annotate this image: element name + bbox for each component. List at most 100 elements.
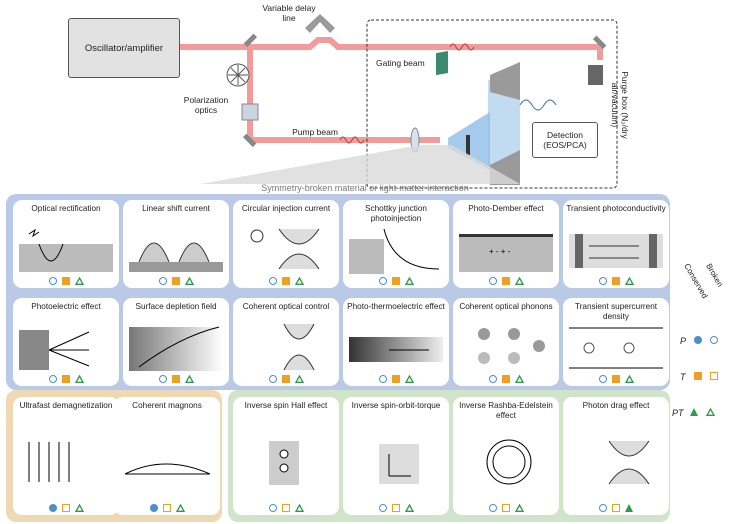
pt-broken-icon: [514, 375, 524, 383]
t-conserved-icon: [391, 277, 400, 285]
mechanism-illustration: [283, 323, 315, 371]
oscillator-box: Oscillator/amplifier: [68, 18, 180, 78]
pt-broken-icon: [705, 408, 715, 416]
symmetry-markers: [13, 504, 119, 512]
p-conserved-icon: [694, 336, 702, 344]
legend-row-p: P: [680, 336, 718, 346]
pt-broken-icon: [624, 277, 634, 285]
purge-box-outline: [366, 19, 618, 189]
mechanism-card: Inverse spin Hall effect: [233, 397, 339, 515]
t-conserved-icon: [61, 277, 70, 285]
symmetry-markers: [233, 277, 339, 285]
mechanism-illustration: [349, 337, 443, 362]
setup-diagram: [180, 14, 618, 189]
legend-p-label: P: [680, 336, 687, 346]
mirror: [592, 35, 607, 50]
mechanism-illustration: [19, 330, 90, 370]
mechanism-title: Circular injection current: [241, 204, 331, 213]
pt-broken-icon: [404, 375, 414, 383]
mechanism-title: Photoelectric effect: [31, 302, 101, 311]
p-broken-icon: [268, 277, 277, 285]
t-conserved-icon: [611, 375, 620, 383]
mechanism-card: Ultrafast demagnetization: [13, 397, 119, 515]
mirror: [242, 133, 257, 148]
pt-broken-icon: [74, 504, 84, 512]
p-broken-icon: [378, 277, 387, 285]
pt-conserved-icon: [625, 504, 633, 512]
mechanism-card: Coherent magnons: [114, 397, 220, 515]
t-conserved-icon: [391, 375, 400, 383]
t-broken-icon: [612, 504, 620, 512]
p-broken-icon: [378, 375, 387, 383]
mechanism-card: Coherent optical phonons: [453, 298, 559, 386]
legend-row-t: T: [680, 372, 718, 382]
mirror: [243, 33, 258, 48]
pt-conserved-icon: [690, 408, 698, 416]
p-broken-icon: [488, 504, 497, 512]
mechanism-card: Transient supercurrent density: [563, 298, 669, 386]
section-caption: Symmetry-broken material or light-matter…: [261, 183, 469, 193]
symmetry-markers: [233, 504, 339, 512]
mechanism-title: Coherent optical control: [242, 302, 330, 311]
mechanism-illustration: [379, 444, 419, 484]
mechanism-illustration: [486, 439, 532, 485]
t-conserved-icon: [61, 375, 70, 383]
laser-beam-paths: [180, 37, 603, 143]
p-conserved-icon: [149, 504, 158, 512]
gating-beam-label: Gating beam: [376, 58, 425, 68]
pump-beam-label: Pump beam: [292, 127, 338, 137]
detection-box: Detection (EOS/PCA): [532, 122, 598, 158]
pulse-squiggle: [339, 136, 365, 144]
mechanism-title: Transient supercurrent density: [574, 302, 658, 321]
mechanism-card: Photo-thermoelectric effect: [343, 298, 449, 386]
mechanism-title: Inverse spin-orbit-torque: [351, 401, 441, 410]
p-broken-icon: [488, 375, 497, 383]
symmetry-markers: [13, 375, 119, 383]
t-broken-icon: [391, 504, 400, 512]
mechanism-card: Schottky junction photoinjection: [343, 200, 449, 288]
p-broken-icon: [488, 277, 497, 285]
mechanism-illustration: [129, 326, 223, 371]
symmetry-markers: [233, 375, 339, 383]
p-broken-icon: [158, 277, 167, 285]
t-conserved-icon: [501, 375, 510, 383]
funnel-shape: [200, 145, 520, 184]
pt-broken-icon: [514, 277, 524, 285]
symmetry-markers: [563, 375, 669, 383]
legend: Conserved Broken: [676, 262, 734, 324]
t-broken-icon: [281, 504, 290, 512]
pt-broken-icon: [294, 504, 304, 512]
mechanism-card: Photoelectric effect: [13, 298, 119, 386]
mechanism-card: Coherent optical control: [233, 298, 339, 386]
p-broken-icon: [709, 336, 718, 344]
t-broken-icon: [162, 504, 171, 512]
mechanism-title: Ultrafast demagnetization: [19, 401, 113, 410]
symmetry-markers: [123, 277, 229, 285]
svg-text:+ - + -: + - + -: [489, 247, 511, 256]
filter: [466, 135, 470, 155]
mechanism-illustration: + - + -: [459, 234, 553, 272]
p-broken-icon: [598, 375, 607, 383]
symmetry-markers: [123, 375, 229, 383]
pt-broken-icon: [74, 277, 84, 285]
mechanism-title: Inverse Rashba-Edelstein effect: [459, 401, 553, 420]
p-broken-icon: [48, 277, 57, 285]
symmetry-markers: [563, 277, 669, 285]
mechanism-card: Inverse Rashba-Edelstein effect: [453, 397, 559, 515]
mechanism-title: Schottky junction photoinjection: [365, 204, 427, 223]
symmetry-markers: [13, 277, 119, 285]
pt-broken-icon: [294, 277, 304, 285]
pt-broken-icon: [175, 504, 185, 512]
t-conserved-icon: [171, 375, 180, 383]
mechanism-illustration: [569, 234, 663, 268]
mechanism-card: Surface depletion field: [123, 298, 229, 386]
pt-broken-icon: [514, 504, 524, 512]
t-conserved-icon: [281, 277, 290, 285]
legend-t-label: T: [680, 372, 686, 382]
t-conserved-icon: [281, 375, 290, 383]
mechanism-title: Surface depletion field: [135, 302, 217, 311]
t-broken-icon: [501, 504, 510, 512]
t-conserved-icon: [694, 372, 702, 380]
symmetry-markers: [453, 504, 559, 512]
mechanism-illustration: [569, 327, 663, 369]
